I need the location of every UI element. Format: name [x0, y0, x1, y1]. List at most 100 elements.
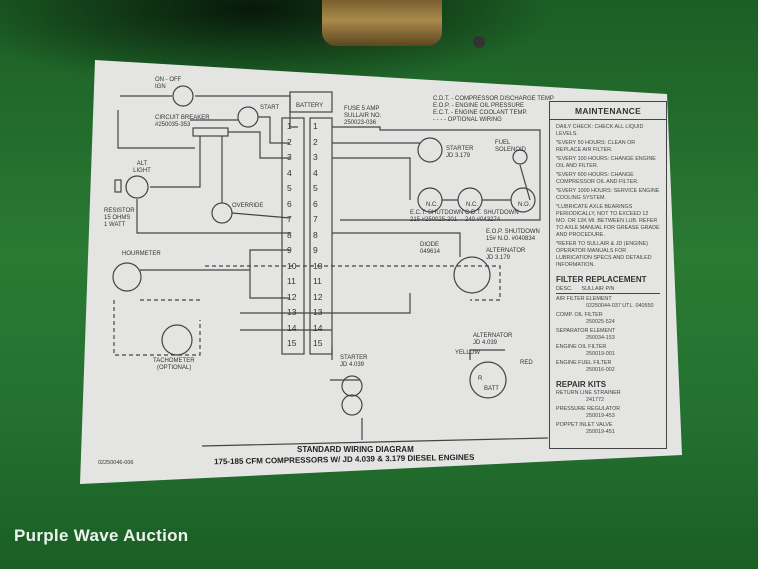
terminal-left-5: 5: [287, 183, 292, 193]
maintenance-item: *LUBRICATE AXLE BEARINGS PERIODICALLY, N…: [556, 204, 660, 239]
terminal-strip-left: [281, 117, 305, 355]
label-hourmeter: HOURMETER: [122, 251, 161, 257]
starter-3179: [417, 137, 443, 163]
alt-light: [125, 175, 149, 199]
label-starter-4039-model: JD 4.039: [340, 362, 365, 368]
terminal-left-14: 14: [287, 322, 297, 333]
watermark: Purple Wave Auction: [14, 526, 189, 545]
terminal-left-11: 11: [287, 276, 296, 286]
terminal-right-9: 9: [313, 245, 318, 255]
item-part-number: 250019-001: [586, 350, 615, 357]
legend-cdt: C.D.T. - COMPRESSOR DISCHARGE TEMP: [433, 96, 554, 102]
maintenance-item: *EVERY 50 HOURS: CLEAN OR REPLACE AIR FI…: [556, 140, 636, 154]
terminal-right-8: 8: [313, 229, 318, 240]
title-underline: [201, 437, 549, 447]
item-part-number: 02250044-037 UTL. 040550: [586, 302, 654, 309]
bolt: [473, 36, 485, 48]
label-override: OVERRIDE: [232, 203, 264, 209]
label-eop-pn: 15# N.O. #040834: [486, 236, 536, 242]
maintenance-item: *EVERY 1000 HOURS: SERVICE ENGINE COOLIN…: [556, 188, 660, 202]
item-name: ENGINE FUEL FILTER: [556, 359, 612, 366]
ignition-switch: [172, 85, 194, 107]
override-switch: [211, 202, 233, 224]
label-alt-light: ALT LIGHT: [133, 161, 151, 174]
terminal-right-7: 7: [313, 214, 318, 224]
fuel-solenoid: [512, 149, 528, 165]
label-batt: BATT: [484, 386, 499, 392]
terminal-right-15: 15: [313, 338, 323, 348]
terminal-right-4: 4: [313, 167, 318, 178]
filter-replacement-title: FILTER REPLACEMENT: [556, 275, 647, 285]
label-start: START: [260, 105, 280, 111]
terminal-left-4: 4: [287, 167, 292, 178]
label-tachometer: TACHOMETER: [153, 358, 195, 364]
item-part-number: 250019-453: [586, 413, 615, 420]
item-name: PRESSURE REGULATOR: [556, 406, 621, 413]
label-fuse-sullair: SULLAIR NO.: [344, 113, 382, 119]
maintenance-item: *EVERY 600 HOURS: CHANGE COMPRESSOR OIL …: [556, 172, 639, 186]
terminal-right-12: 12: [313, 291, 323, 302]
terminal-left-8: 8: [287, 229, 292, 240]
terminal-right-5: 5: [313, 183, 318, 193]
terminal-left-13: 13: [287, 307, 297, 317]
item-name: POPPET INLET VALVE: [556, 422, 613, 429]
terminal-left-12: 12: [287, 291, 297, 302]
resistor: [114, 179, 122, 193]
terminal-right-1: 1: [313, 121, 318, 131]
maintenance-title: MAINTENANCE: [550, 102, 666, 120]
brass-fixture: [322, 0, 442, 46]
part-number: 02250046-006: [98, 460, 134, 466]
label-fuel-solenoid: FUEL SOLENOID: [495, 140, 527, 153]
label-circuit-breaker-pn: #250035-353: [155, 122, 191, 128]
diagram-title: STANDARD WIRING DIAGRAM: [297, 445, 414, 454]
label-alternator-3179: ALTERNATOR: [486, 248, 526, 254]
maintenance-item: *EVERY 100 HOURS: CHANGE ENGINE OIL AND …: [556, 156, 656, 170]
label-nc-1: N.C.: [426, 202, 438, 208]
label-eop-shutdown: E.O.P. SHUTDOWN: [486, 229, 540, 235]
terminal-right-13: 13: [313, 307, 323, 317]
terminal-left-9: 9: [287, 245, 292, 255]
terminal-left-15: 15: [287, 338, 297, 348]
label-fuse: FUSE 5 AMP: [344, 106, 380, 112]
terminal-right-10: 10: [313, 260, 323, 271]
label-cdt-pn: 240 #043274: [465, 217, 501, 223]
item-name: ENGINE OIL FILTER: [556, 343, 607, 350]
terminal-strip-right: [309, 117, 333, 355]
terminal-right-14: 14: [313, 322, 323, 333]
label-nc-2: N.C.: [466, 202, 478, 208]
item-name: COMP. OIL FILTER: [556, 311, 603, 318]
terminal-left-6: 6: [287, 198, 292, 209]
item-name: AIR FILTER ELEMENT: [556, 295, 612, 302]
maintenance-panel: MAINTENANCE DAILY CHECK: CHECK ALL LIQUI…: [549, 101, 667, 449]
hourmeter: [112, 262, 142, 292]
item-part-number: 250016-002: [586, 366, 615, 373]
terminal-left-7: 7: [287, 214, 292, 224]
circuit-breaker: [192, 127, 229, 137]
legend-ect: E.C.T. - ENGINE COOLANT TEMP.: [433, 110, 528, 116]
label-alternator-3179-model: JD 3.179: [486, 255, 511, 261]
legend-eop: E.O.P. - ENGINE OIL PRESSURE: [433, 103, 525, 109]
terminal-left-1: 1: [287, 121, 292, 131]
label-resistor: RESISTOR: [104, 208, 135, 214]
col-pn: SULLAIR P/N: [581, 285, 615, 292]
repair-kits-title: REPAIR KITS: [556, 379, 607, 389]
item-name: RETURN LINE STRAINER: [556, 390, 621, 397]
item-part-number: 250025-524: [586, 318, 615, 325]
maintenance-item: *REFER TO SULLAIR & JD (ENGINE) OPERATOR…: [556, 241, 652, 269]
maintenance-item: DAILY CHECK: CHECK ALL LIQUID LEVELS.: [556, 124, 644, 138]
tachometer: [161, 324, 193, 356]
label-alternator-4039-model: JD 4.039: [473, 340, 498, 346]
label-diode-pn: 049614: [420, 249, 441, 255]
start-switch: [237, 106, 259, 128]
label-diode: DIODE: [420, 242, 440, 248]
label-starter-3179-model: JD 3.179: [446, 153, 471, 159]
label-ign: IGN: [155, 84, 166, 90]
label-yellow: YELLOW: [455, 350, 481, 356]
alternator-4039: [469, 361, 507, 399]
terminal-right-2: 2: [313, 136, 318, 147]
label-circuit-breaker: CIRCUIT BREAKER: [155, 115, 210, 121]
